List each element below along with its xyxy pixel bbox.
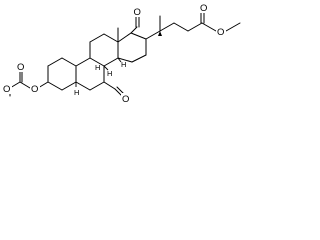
- h-c14-label: H: [121, 60, 126, 69]
- o-ketone-bottom-label: O: [122, 94, 129, 105]
- h-c5-label: H: [74, 88, 79, 97]
- o-ketone-top-label: O: [134, 7, 141, 18]
- carbonate-group: [9, 69, 49, 89]
- ring-c: [89, 33, 119, 67]
- ring-b: [75, 57, 105, 91]
- ring-a: [47, 57, 77, 91]
- o-ester-ether-label: O: [217, 27, 224, 38]
- o-carbonate-carbonyl-label: O: [17, 62, 24, 73]
- o-carbonate-ethoxy-label: O: [3, 84, 10, 95]
- o-carbonate-ring-label: O: [31, 84, 38, 95]
- stereo-bonds: [75, 31, 162, 87]
- h-c8-label: H: [107, 69, 112, 78]
- atom-labels: O O O O O O O H H H H: [2, 2, 226, 105]
- o-ester-carbonyl-label: O: [200, 3, 207, 14]
- angular-methyls: [89, 27, 119, 59]
- ring-d: [117, 32, 147, 63]
- h-c9-label: H: [95, 63, 100, 72]
- molecule-structure: O O O O O O O H H H H: [2, 2, 241, 105]
- side-chain: [145, 10, 241, 40]
- ketone-c7: [103, 81, 125, 97]
